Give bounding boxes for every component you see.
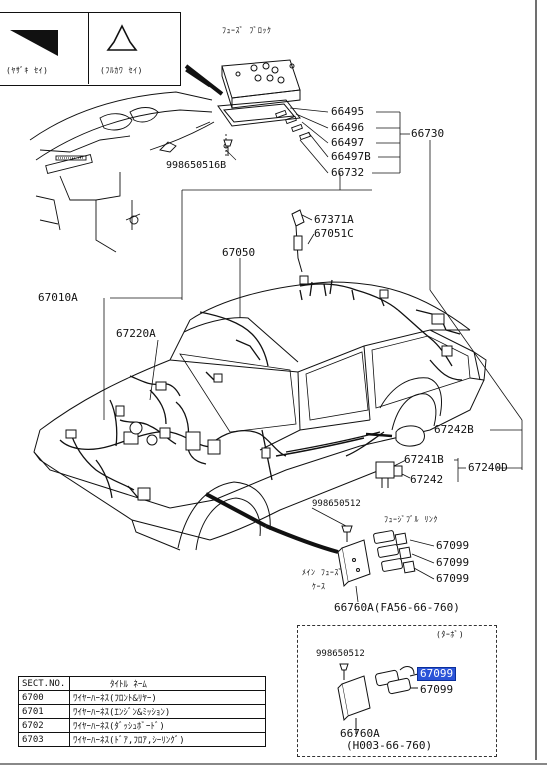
title-cell: ﾜｲﾔｰﾊｰﾈｽ(ﾄﾞｱ,ﾌﾛｱ,ｼｰﾘﾝｸﾞ)	[69, 732, 266, 747]
fuse-block-label: ﾌｭｰｽﾞ ﾌﾞﾛｯｸ	[222, 26, 272, 35]
connectors	[65, 275, 453, 501]
legend-yazaki-text: (ﾔｻﾞｷ ｾｲ)	[6, 66, 49, 75]
part-67242-label: 67242	[410, 473, 444, 486]
part-66496-label: 66496	[331, 121, 365, 134]
header-sect-no: SECT.NO.	[18, 676, 70, 691]
part-67240d-label: 67240D	[468, 461, 508, 474]
lamp-67242b-drawing	[275, 425, 425, 457]
legend-divider	[88, 12, 89, 84]
title-cell: ﾜｲﾔｰﾊｰﾈｽ(ﾌﾛﾝﾄ&ﾘﾔｰ)	[69, 690, 266, 705]
table-row: 6703 ﾜｲﾔｰﾊｰﾈｽ(ﾄﾞｱ,ﾌﾛｱ,ｼｰﾘﾝｸﾞ)	[18, 732, 266, 747]
fusible-link-label: ﾌｭｰｼﾞﾌﾞﾙ ﾘﾝｸ	[384, 515, 438, 524]
turbo-part-67099-highlighted-label[interactable]: 67099	[416, 667, 457, 681]
part-67220a-label: 67220A	[116, 327, 156, 340]
part-67241b-label: 67241B	[404, 453, 444, 466]
screw-icon	[341, 525, 353, 542]
sect-no-cell: 6702	[18, 718, 70, 733]
turbo-part-66760a-label: 66760A	[340, 727, 380, 740]
part-998650516b-label: 998650516B	[166, 160, 227, 171]
sect-no-cell: 6700	[18, 690, 70, 705]
part-66497-label: 66497	[331, 136, 365, 149]
part-67099-label-1: 67099	[436, 539, 470, 552]
section-table-header: SECT.NO. ﾀｲﾄﾙ ﾈｰﾑ	[18, 676, 266, 691]
legend-furukawa-text: (ﾌﾙｶﾜ ｾｲ)	[100, 66, 143, 75]
table-row: 6700 ﾜｲﾔｰﾊｰﾈｽ(ﾌﾛﾝﾄ&ﾘﾔｰ)	[18, 690, 266, 705]
part-66730-label: 66730	[411, 127, 445, 140]
table-row: 6702 ﾜｲﾔｰﾊｰﾈｽ(ﾀﾞｯｼｭﾎﾞｰﾄﾞ)	[18, 718, 266, 733]
part-66760a-label: 66760A(FA56-66-760)	[334, 601, 460, 614]
part-66497b-label: 66497B	[331, 150, 371, 163]
part-67099-label-2: 67099	[436, 556, 470, 569]
section-table: SECT.NO. ﾀｲﾄﾙ ﾈｰﾑ 6700 ﾜｲﾔｰﾊｰﾈｽ(ﾌﾛﾝﾄ&ﾘﾔｰ…	[18, 676, 266, 747]
interior-sketch	[29, 91, 237, 253]
main-fuse-case-drawing	[337, 539, 371, 588]
yazaki-symbol-icon	[10, 30, 58, 56]
part-67242b-label: 67242B	[434, 423, 474, 436]
turbo-part-67099-label: 67099	[420, 683, 454, 696]
part-67010a-label: 67010A	[38, 291, 78, 304]
part-67051c-label: 67051C	[314, 227, 354, 240]
clip-icon	[223, 139, 233, 156]
part-66495-label: 66495	[331, 105, 365, 118]
legend-box	[0, 12, 181, 86]
furukawa-symbol-icon	[106, 24, 138, 51]
fusible-link-drawing	[373, 530, 416, 574]
sect-no-cell: 6701	[18, 704, 70, 719]
part-67371a-label: 67371A	[314, 213, 354, 226]
relay-67241b-drawing	[375, 461, 403, 488]
part-67099-label-3: 67099	[436, 572, 470, 585]
title-cell: ﾜｲﾔｰﾊｰﾈｽ(ﾀﾞｯｼｭﾎﾞｰﾄﾞ)	[69, 718, 266, 733]
table-row: 6701 ﾜｲﾔｰﾊｰﾈｽ(ｴﾝｼﾞﾝ&ﾐｯｼｮﾝ)	[18, 704, 266, 719]
turbo-part-66760a-code-label: (H003-66-760)	[346, 739, 433, 752]
part-66732-label: 66732	[331, 166, 365, 179]
turbo-title: (ﾀｰﾎﾞ)	[436, 630, 465, 639]
car-body-drawing	[33, 281, 487, 551]
main-fuse-case-label: ｹｰｽ	[312, 582, 326, 591]
turbo-part-998650512-label: 998650512	[316, 649, 365, 659]
title-cell: ﾜｲﾔｰﾊｰﾈｽ(ｴﾝｼﾞﾝ&ﾐｯｼｮﾝ)	[69, 704, 266, 719]
sect-no-cell: 6703	[18, 732, 70, 747]
part-67371a-drawing	[291, 209, 305, 273]
header-title-name: ﾀｲﾄﾙ ﾈｰﾑ	[69, 676, 266, 691]
fuse-block-drawing	[184, 59, 301, 127]
turbo-inset-drawing	[337, 663, 419, 734]
part-67050-label: 67050	[222, 246, 256, 259]
turbo-inset-box	[297, 625, 497, 757]
part-998650512-label: 998650512	[312, 499, 361, 509]
main-fuse-label: ﾒｲﾝ ﾌｭｰｽﾞ	[302, 568, 343, 577]
